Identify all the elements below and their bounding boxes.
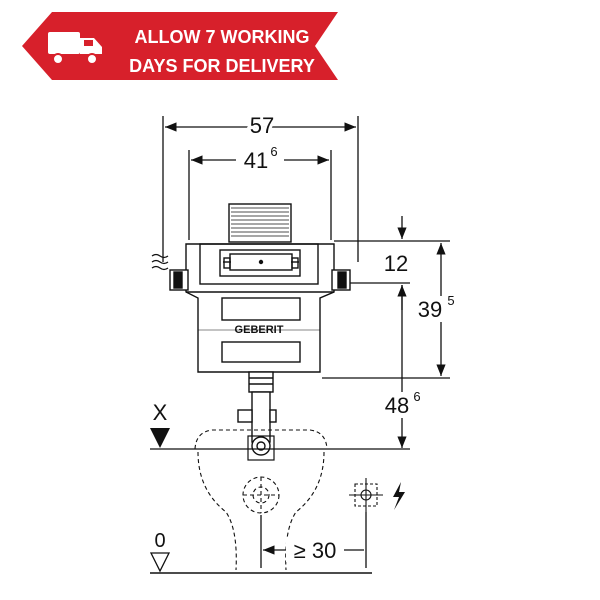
- min-side-label: ≥ 30: [294, 538, 337, 563]
- x-reference-arrow: [150, 428, 170, 448]
- height-label: 39: [418, 297, 442, 322]
- brand-label: GEBERIT: [235, 324, 284, 336]
- electrical-outlet-icon: [349, 478, 383, 512]
- banner-background: [22, 12, 338, 80]
- banner-line-2: DAYS FOR DELIVERY: [129, 56, 315, 76]
- lower-height-label: 48: [385, 393, 409, 418]
- delivery-truck-icon: [48, 32, 102, 65]
- overall-width-label: 57: [250, 113, 274, 138]
- top-offset-label: 12: [384, 251, 408, 276]
- flush-pipe: [237, 371, 277, 461]
- height-superscript: 5: [447, 293, 454, 308]
- delivery-banner: ALLOW 7 WORKING DAYS FOR DELIVERY: [22, 12, 338, 80]
- floor-level-arrow: [149, 552, 171, 573]
- water-inlet-icon: [151, 253, 169, 271]
- floor-zero-label: 0: [154, 530, 165, 552]
- inner-width-label: 41: [244, 148, 268, 173]
- banner-line-1: ALLOW 7 WORKING: [135, 27, 310, 47]
- dimension-overall-width: [162, 116, 359, 262]
- inner-width-superscript: 6: [270, 144, 277, 159]
- x-mark-label: X: [153, 400, 168, 425]
- lower-height-superscript: 6: [413, 389, 420, 404]
- cistern: [169, 203, 351, 373]
- lightning-icon: [393, 482, 405, 510]
